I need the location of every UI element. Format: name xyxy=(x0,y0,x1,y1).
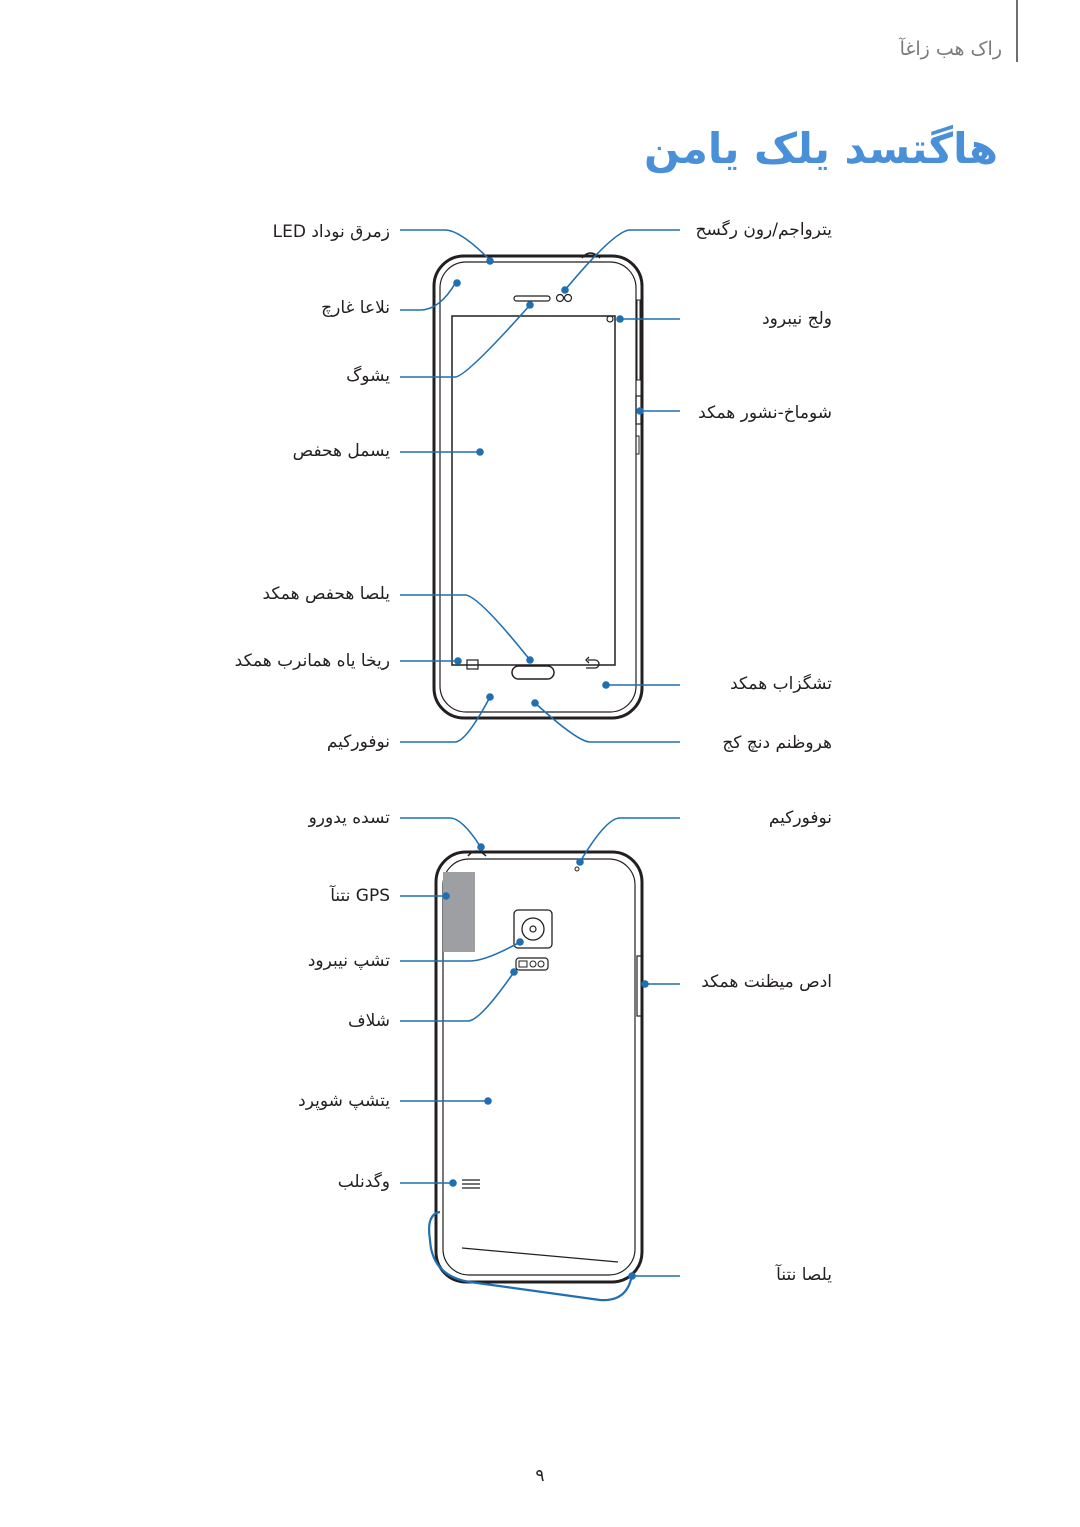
recent-apps-icon xyxy=(466,659,479,670)
page-title: هاگتسد یلک یامن xyxy=(644,124,998,173)
label-microphone: نوفورکیم xyxy=(326,732,390,752)
label-flash: شلاف xyxy=(347,1011,390,1031)
headset-jack-icon xyxy=(467,850,487,857)
label-multipurpose-jack: هروظنم دنچ کج xyxy=(722,733,832,753)
speaker-grille-icon xyxy=(462,1179,480,1189)
section-header: راک هب زاغآ xyxy=(899,38,1002,60)
headset-jack-top-icon xyxy=(581,252,601,259)
label-home-key: یلصا هحفص همکد xyxy=(262,584,390,604)
header-rule xyxy=(1016,0,1018,62)
label-rear-camera: تشپ نیبرود xyxy=(307,951,390,971)
label-headset-jack: تسده یدورو xyxy=(308,808,390,828)
label-back-cover: یتشپ شوپرد xyxy=(298,1091,390,1111)
label-volume-key: ادص میظنت همکد xyxy=(701,972,832,992)
sensor-icon xyxy=(555,293,565,303)
label-power-key: شوماخ-نشور همکد xyxy=(698,403,832,423)
home-key-icon xyxy=(511,665,555,680)
back-arrow-icon xyxy=(585,656,600,669)
back-phone xyxy=(434,850,644,1284)
label-notification: نلاعا غارچ xyxy=(321,298,390,318)
flash-icon xyxy=(515,957,549,971)
label-front-camera: ولج نیبرود xyxy=(762,309,832,329)
label-gps-antenna: GPS نتنآ xyxy=(330,886,390,906)
callout-lines-back xyxy=(400,817,680,1302)
rear-camera-icon xyxy=(513,909,553,949)
label-light-sensor: یترواجم/رون رگسح xyxy=(695,220,832,240)
page-number: ۹ xyxy=(535,1466,545,1486)
label-earpiece: یشوگ xyxy=(346,366,390,386)
label-led: زمرق نوداد LED xyxy=(272,222,390,242)
front-phone xyxy=(432,252,644,720)
label-main-antenna: یلصا نتنآ xyxy=(776,1265,832,1285)
label-microphone-back: نوفورکیم xyxy=(768,808,832,828)
gps-antenna-area xyxy=(443,872,475,952)
label-back-key: تشگزاب همکد xyxy=(730,674,832,694)
callout-dots-front xyxy=(453,257,644,707)
label-touchscreen: یسمل هحفص xyxy=(292,441,390,461)
callout-dots-back xyxy=(442,843,649,1280)
callout-lines-front xyxy=(400,229,680,743)
front-camera-icon xyxy=(606,315,614,323)
earpiece-grille-icon xyxy=(513,295,551,302)
label-speaker: وگدنلب xyxy=(337,1172,390,1192)
label-recent-key: ریخا یاه همانرب همکد xyxy=(234,651,390,671)
main-antenna-outline xyxy=(428,1210,634,1302)
